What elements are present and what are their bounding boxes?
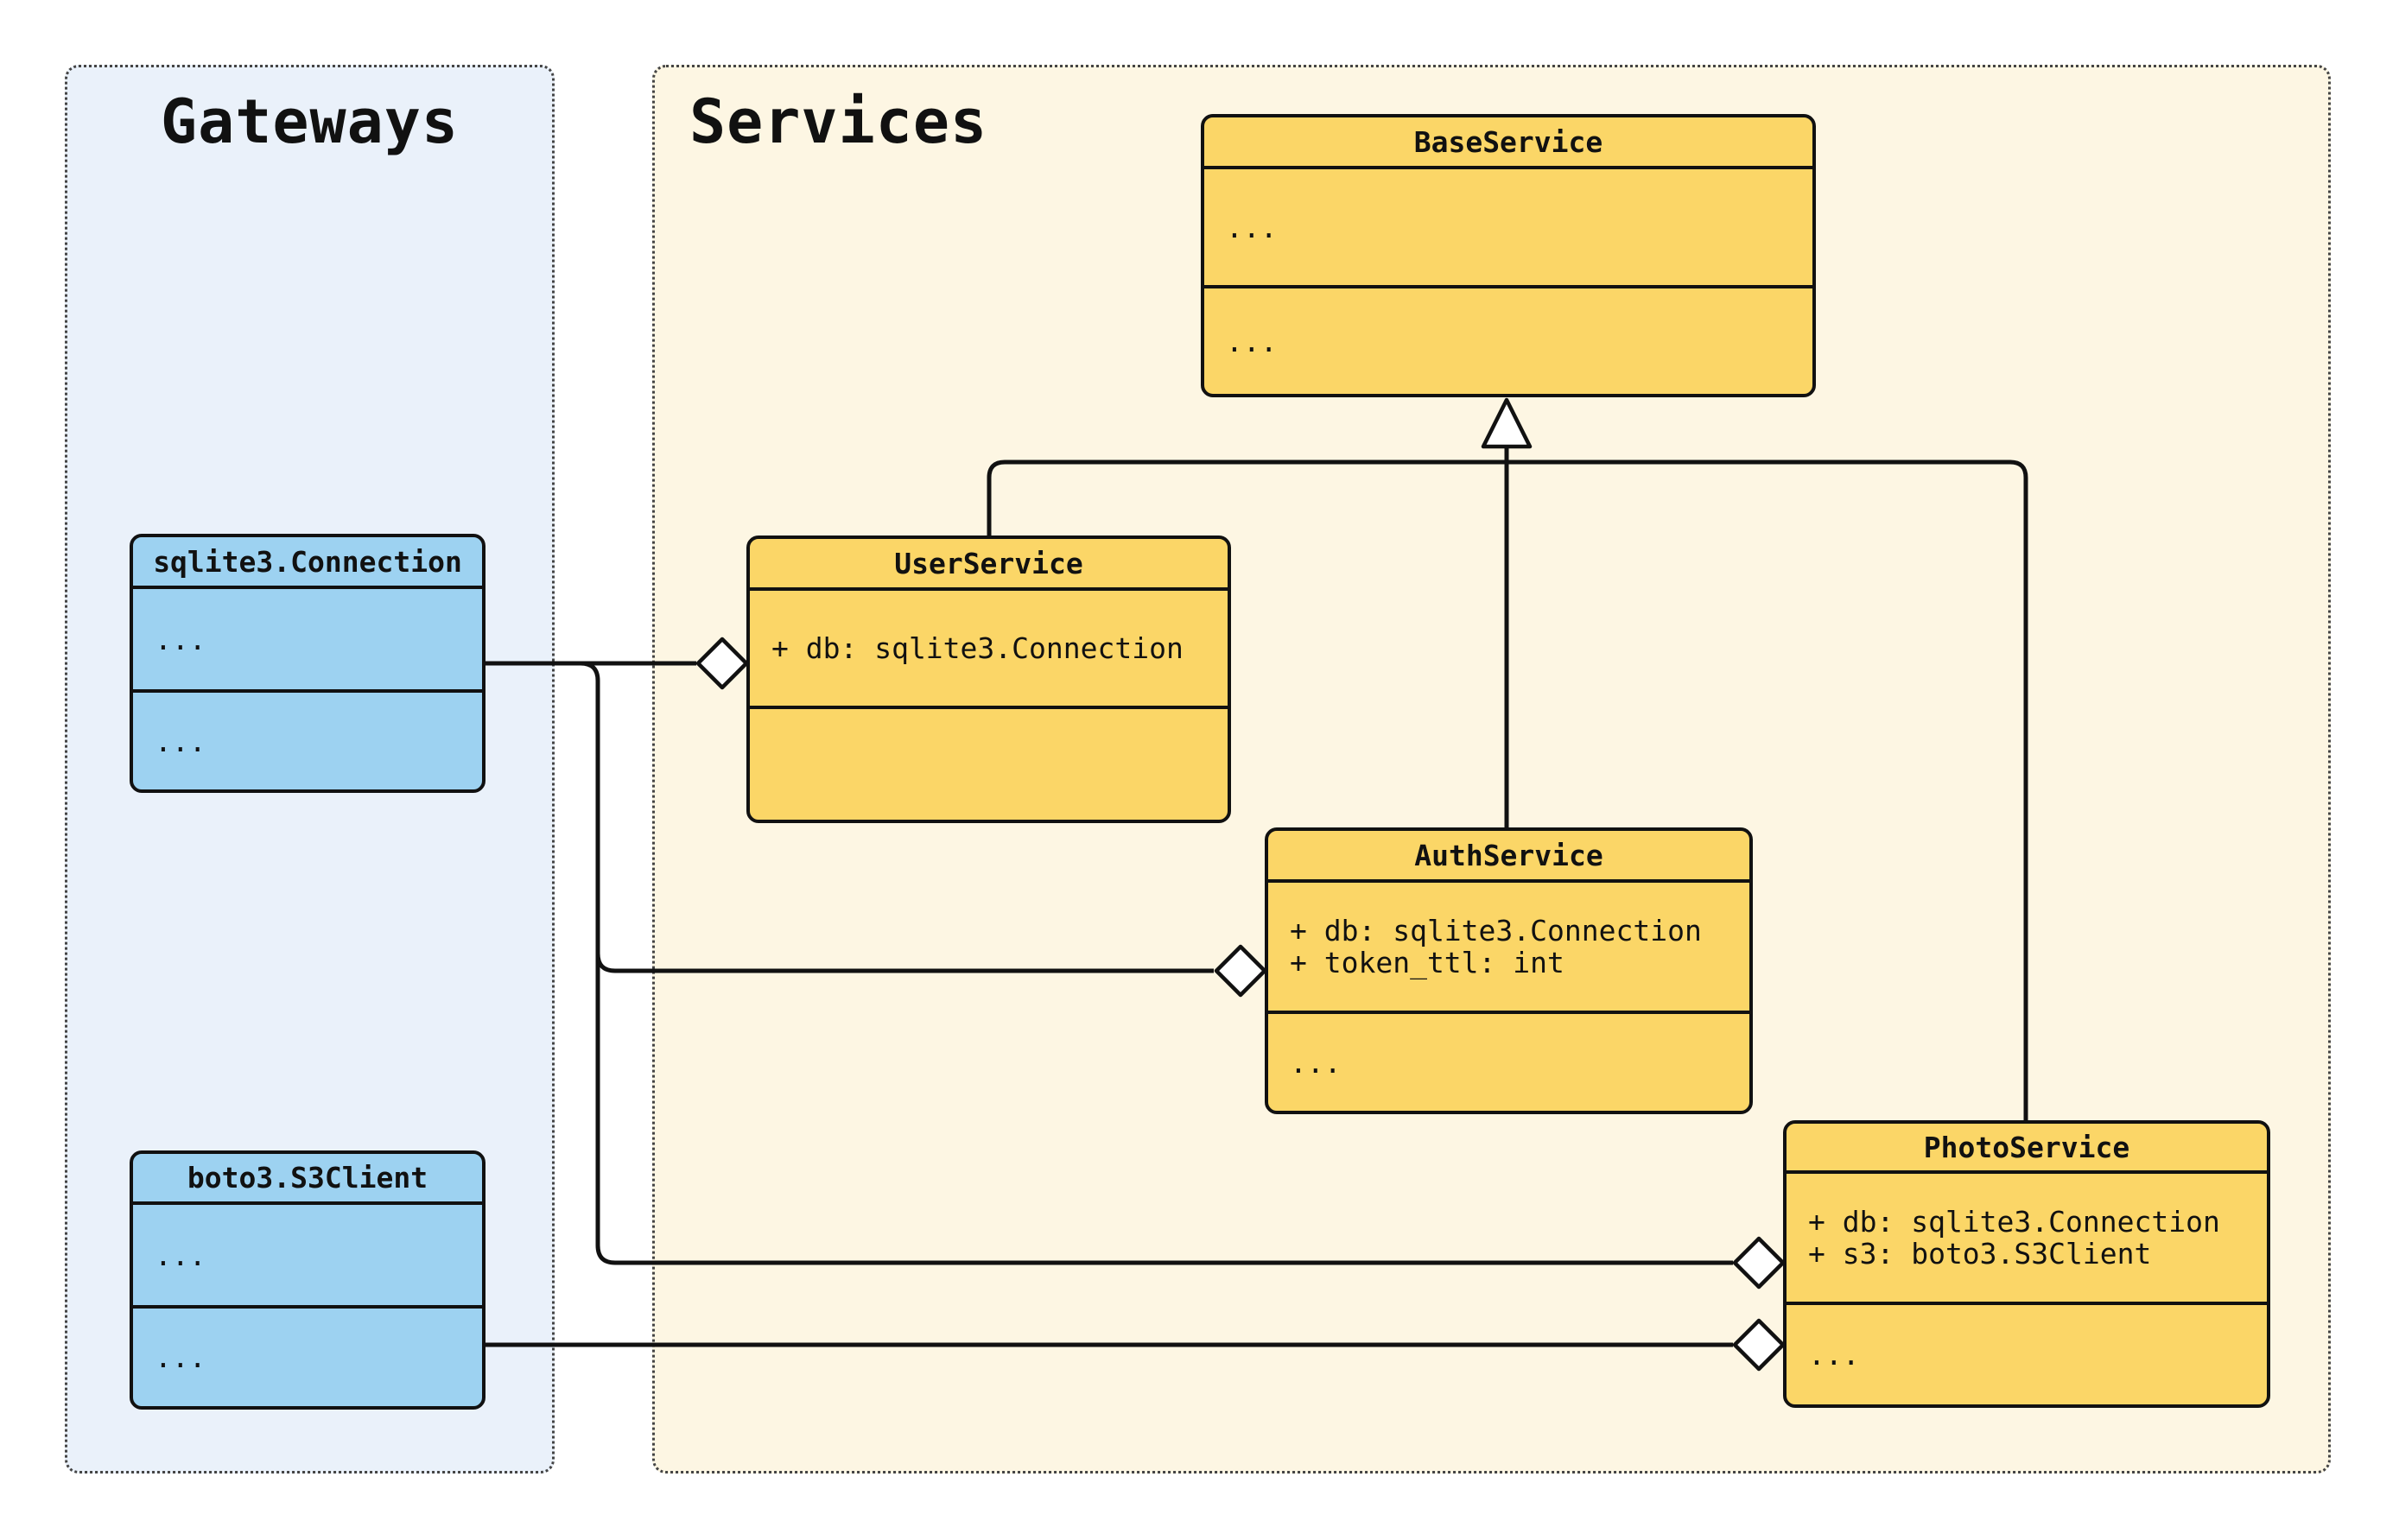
services-group-title: Services — [689, 86, 988, 157]
class-authservice: AuthService + db: sqlite3.Connection + t… — [1265, 827, 1753, 1114]
class-methods — [750, 709, 1228, 820]
class-title: sqlite3.Connection — [133, 537, 482, 589]
class-methods: ... — [155, 724, 206, 758]
class-attributes: + db: sqlite3.Connection — [750, 591, 1228, 709]
class-methods: ... — [1290, 1045, 1342, 1080]
class-title: BaseService — [1204, 117, 1812, 169]
class-title: AuthService — [1268, 831, 1749, 883]
class-attributes: ... — [133, 589, 482, 693]
class-title: PhotoService — [1787, 1124, 2267, 1174]
class-baseservice: BaseService ... ... — [1201, 114, 1816, 397]
gateways-group-title: Gateways — [160, 86, 460, 157]
class-title: boto3.S3Client — [133, 1154, 482, 1205]
class-title: UserService — [750, 539, 1228, 591]
class-sqlite3-connection: sqlite3.Connection ... ... — [130, 534, 486, 793]
class-boto3-s3client: boto3.S3Client ... ... — [130, 1150, 486, 1410]
class-methods: ... — [155, 1340, 206, 1374]
class-userservice: UserService + db: sqlite3.Connection — [746, 536, 1231, 823]
class-methods: ... — [1808, 1338, 1860, 1372]
class-attributes: ... — [1204, 169, 1812, 288]
class-methods: ... — [1226, 324, 1278, 358]
class-attributes: + db: sqlite3.Connection + token_ttl: in… — [1268, 883, 1749, 1014]
class-attributes: + db: sqlite3.Connection + s3: boto3.S3C… — [1787, 1174, 2267, 1305]
class-attributes: ... — [133, 1205, 482, 1309]
class-photoservice: PhotoService + db: sqlite3.Connection + … — [1783, 1120, 2270, 1408]
